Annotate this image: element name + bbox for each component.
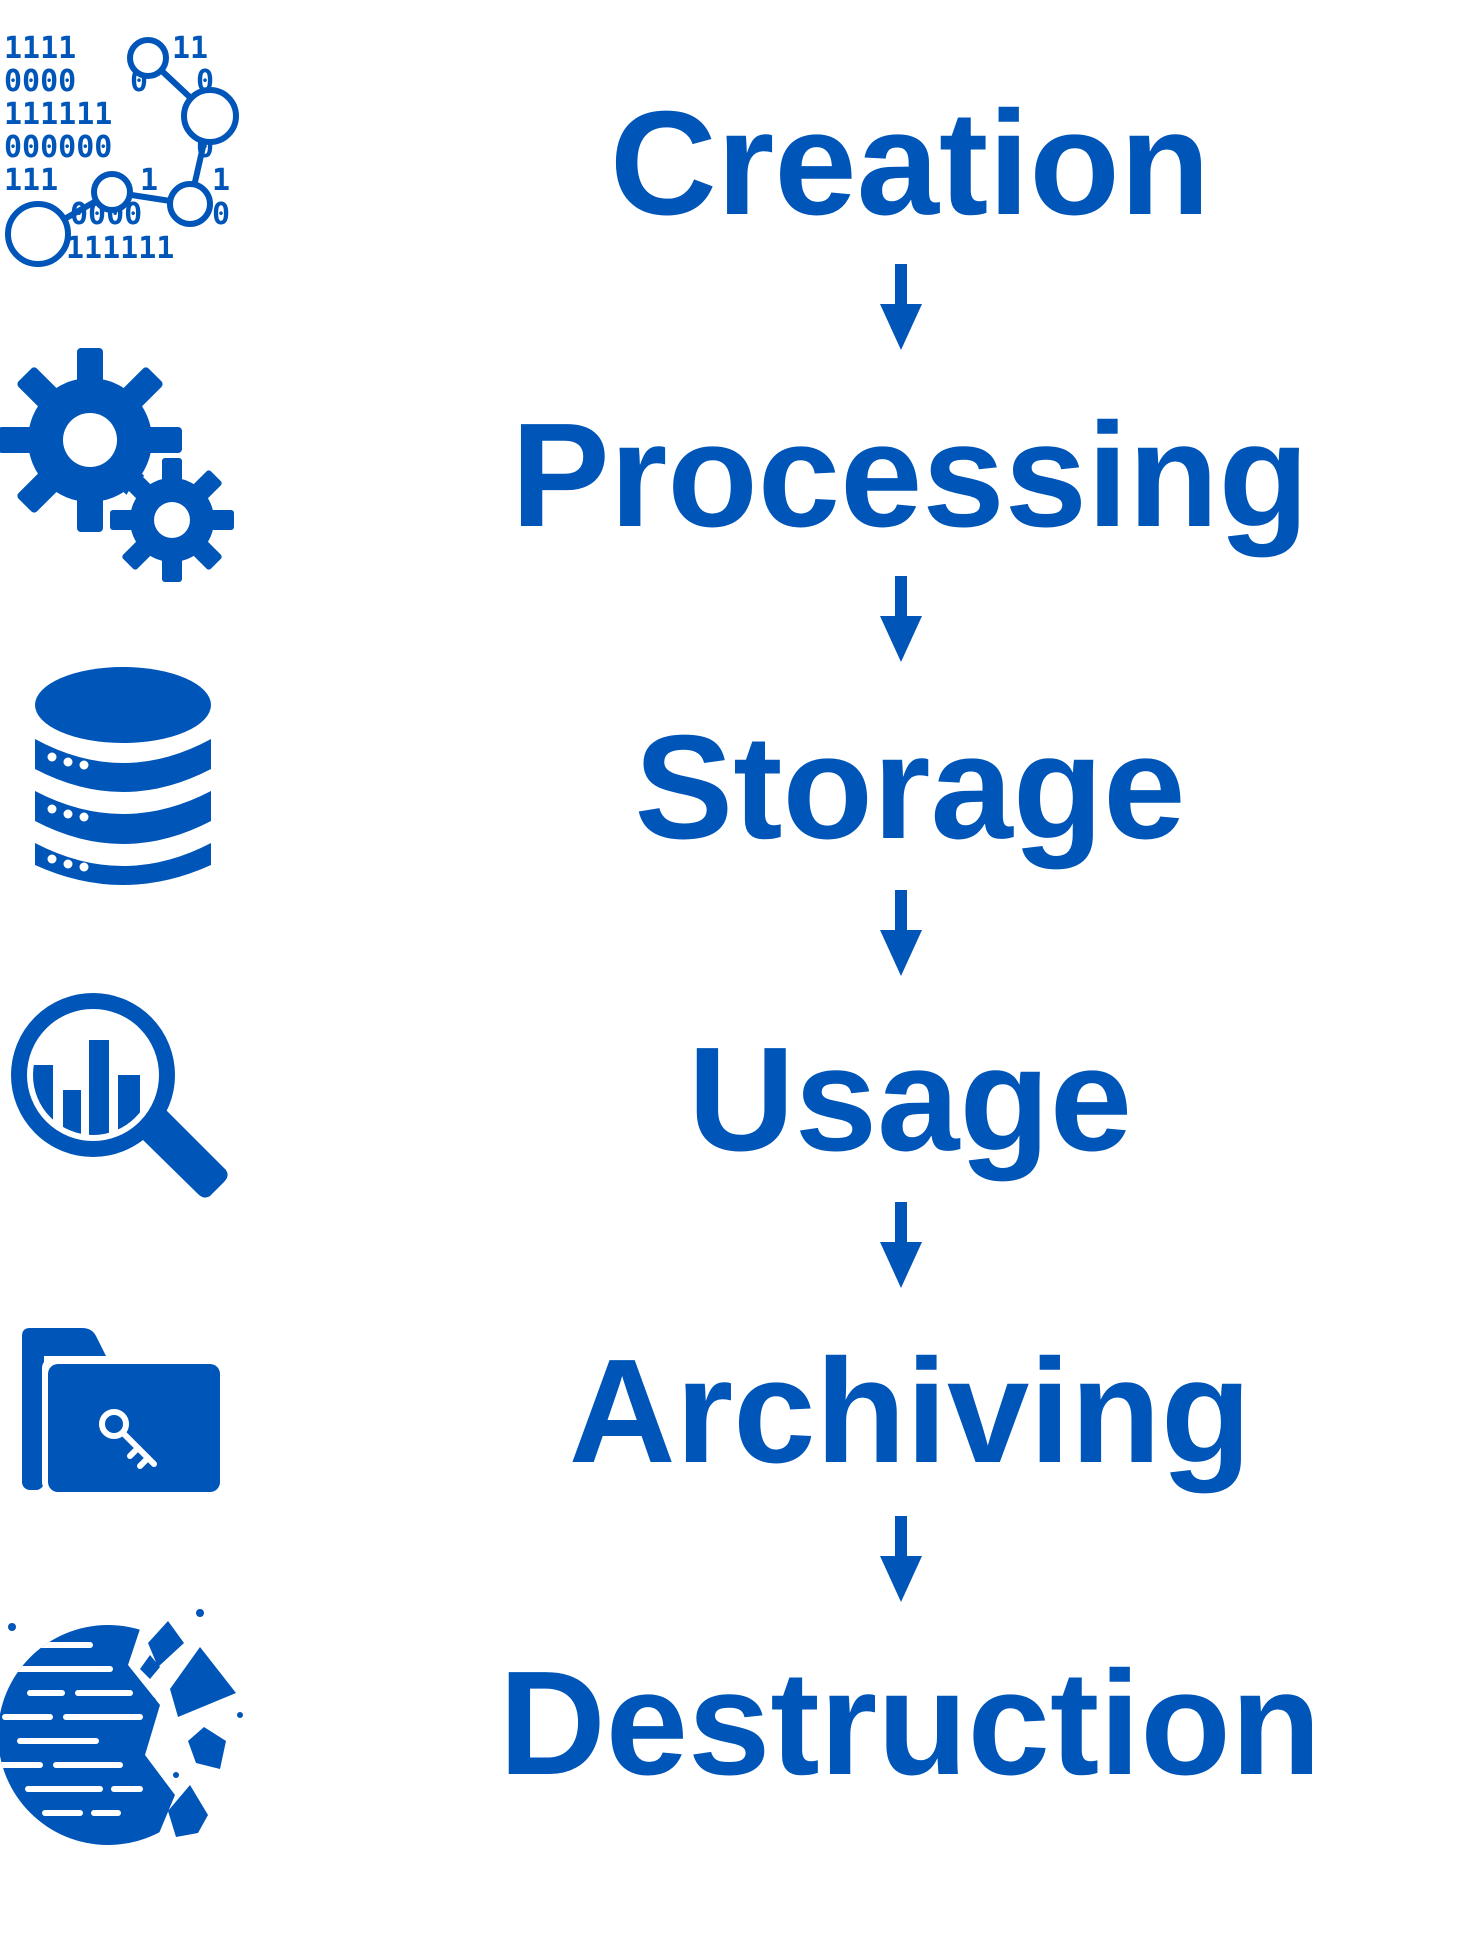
arrow-down-icon [880,1202,922,1288]
database-icon [35,667,211,885]
magnifier-chart-icon [11,993,228,1198]
stage-label-storage: Storage [634,705,1186,870]
arrow-down-icon [880,1516,922,1602]
arrow-down-icon [880,576,922,662]
svg-text:1: 1 [140,163,158,198]
stage-label-processing: Processing [511,393,1309,558]
binary-data-network-icon: 111111 000000 111111 0000000 11111 00000… [4,31,239,267]
arrow-down-icon [880,264,922,350]
stage-label-destruction: Destruction [498,1641,1322,1806]
svg-text:111111: 111111 [66,231,174,266]
svg-text:111: 111 [4,163,58,198]
arrow-down-icon [880,890,922,976]
shredded-disc-icon [0,1609,243,1845]
stage-label-archiving: Archiving [568,1329,1252,1494]
svg-text:11: 11 [172,31,208,66]
svg-text:000000: 000000 [4,130,112,165]
svg-text:1: 1 [212,163,230,198]
svg-text:0: 0 [212,197,230,232]
svg-text:111111: 111111 [4,97,112,132]
gears-icon [0,348,234,582]
folder-key-icon [22,1328,220,1492]
svg-text:0000: 0000 [4,64,76,99]
stage-label-usage: Usage [687,1017,1133,1182]
stage-label-creation: Creation [609,81,1211,246]
svg-text:1111: 1111 [4,31,76,66]
